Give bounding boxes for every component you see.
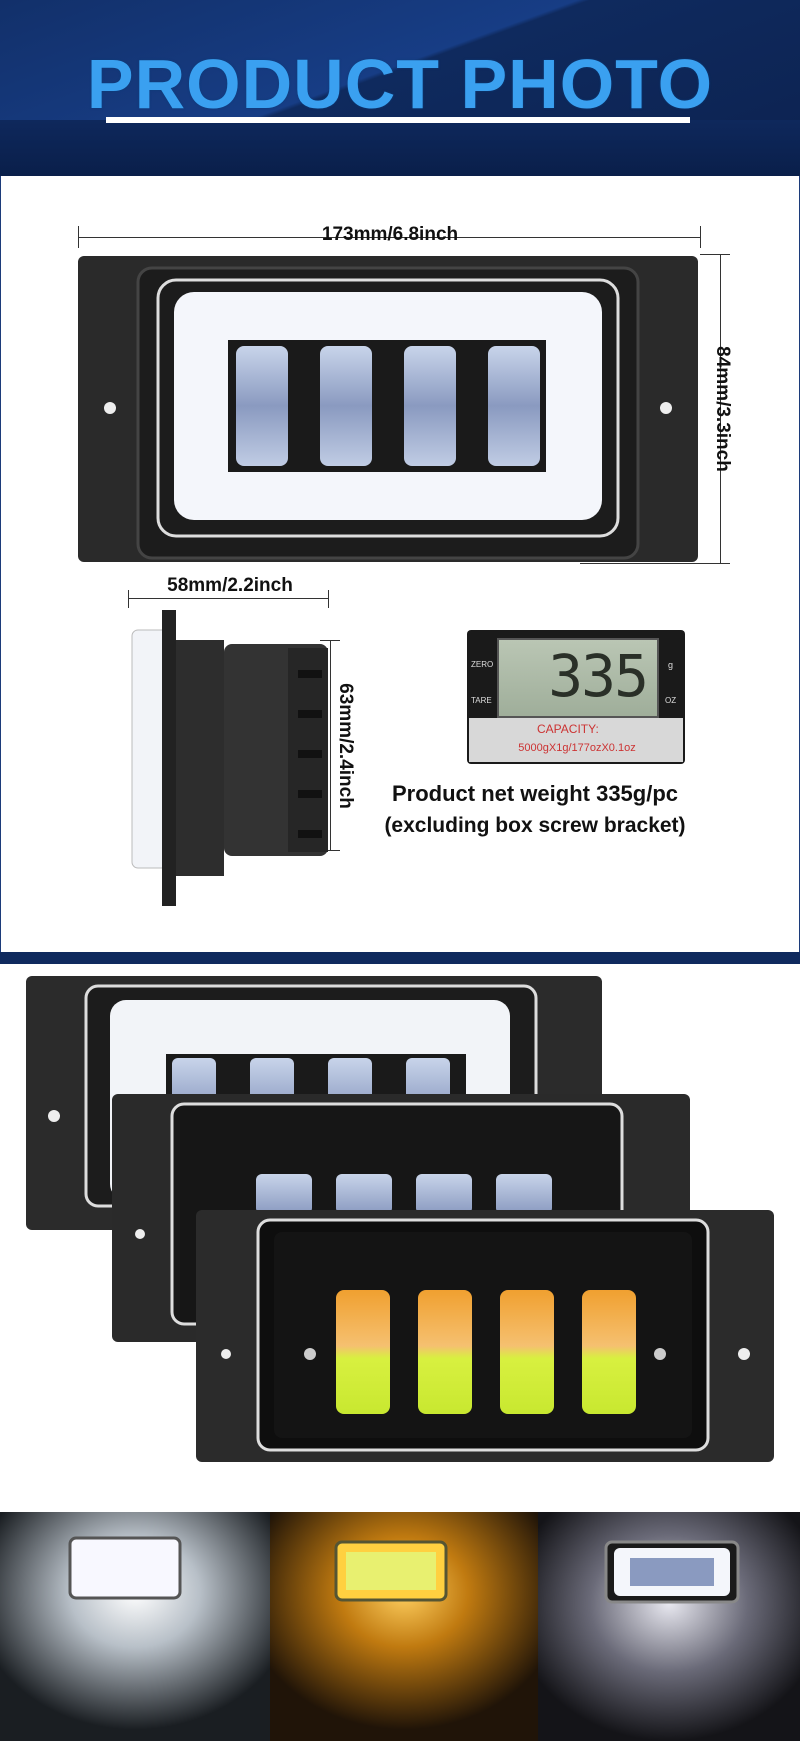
width-label: 173mm/6.8inch xyxy=(321,224,459,245)
depth-label: 58mm/2.2inch xyxy=(167,575,293,596)
page-title: PRODUCT PHOTO xyxy=(86,45,714,123)
capacity-value: 5000gX1g/177ozX0.1oz xyxy=(518,742,636,754)
light-modes-photo xyxy=(0,1512,800,1741)
side-view-photo xyxy=(131,610,328,906)
height-dimension-line xyxy=(720,254,721,563)
width-dimension-line xyxy=(78,237,700,238)
front-view-photo xyxy=(78,256,698,562)
net-weight-line2: (excluding box screw bracket) xyxy=(384,814,686,837)
header-banner xyxy=(0,0,800,176)
stacked-lights-photo xyxy=(26,976,774,1462)
section-divider xyxy=(0,952,800,964)
title-underline xyxy=(106,117,690,123)
net-weight-line1: Product net weight 335g/pc xyxy=(391,781,679,806)
capacity-label: CAPACITY: xyxy=(537,722,599,736)
height-label: 84mm/3.3inch xyxy=(712,346,733,472)
unit-oz: OZ xyxy=(665,696,677,705)
scale-display: 335 ZERO TARE g OZ CAPACITY: 5000gX1g/17… xyxy=(467,630,685,764)
side-height-dimension-line xyxy=(330,640,331,850)
zero-label: ZERO xyxy=(471,660,494,669)
tare-label: TARE xyxy=(471,696,492,705)
scale-reading: 335 xyxy=(548,642,649,710)
depth-dimension-line xyxy=(128,598,328,599)
unit-g: g xyxy=(668,660,674,670)
